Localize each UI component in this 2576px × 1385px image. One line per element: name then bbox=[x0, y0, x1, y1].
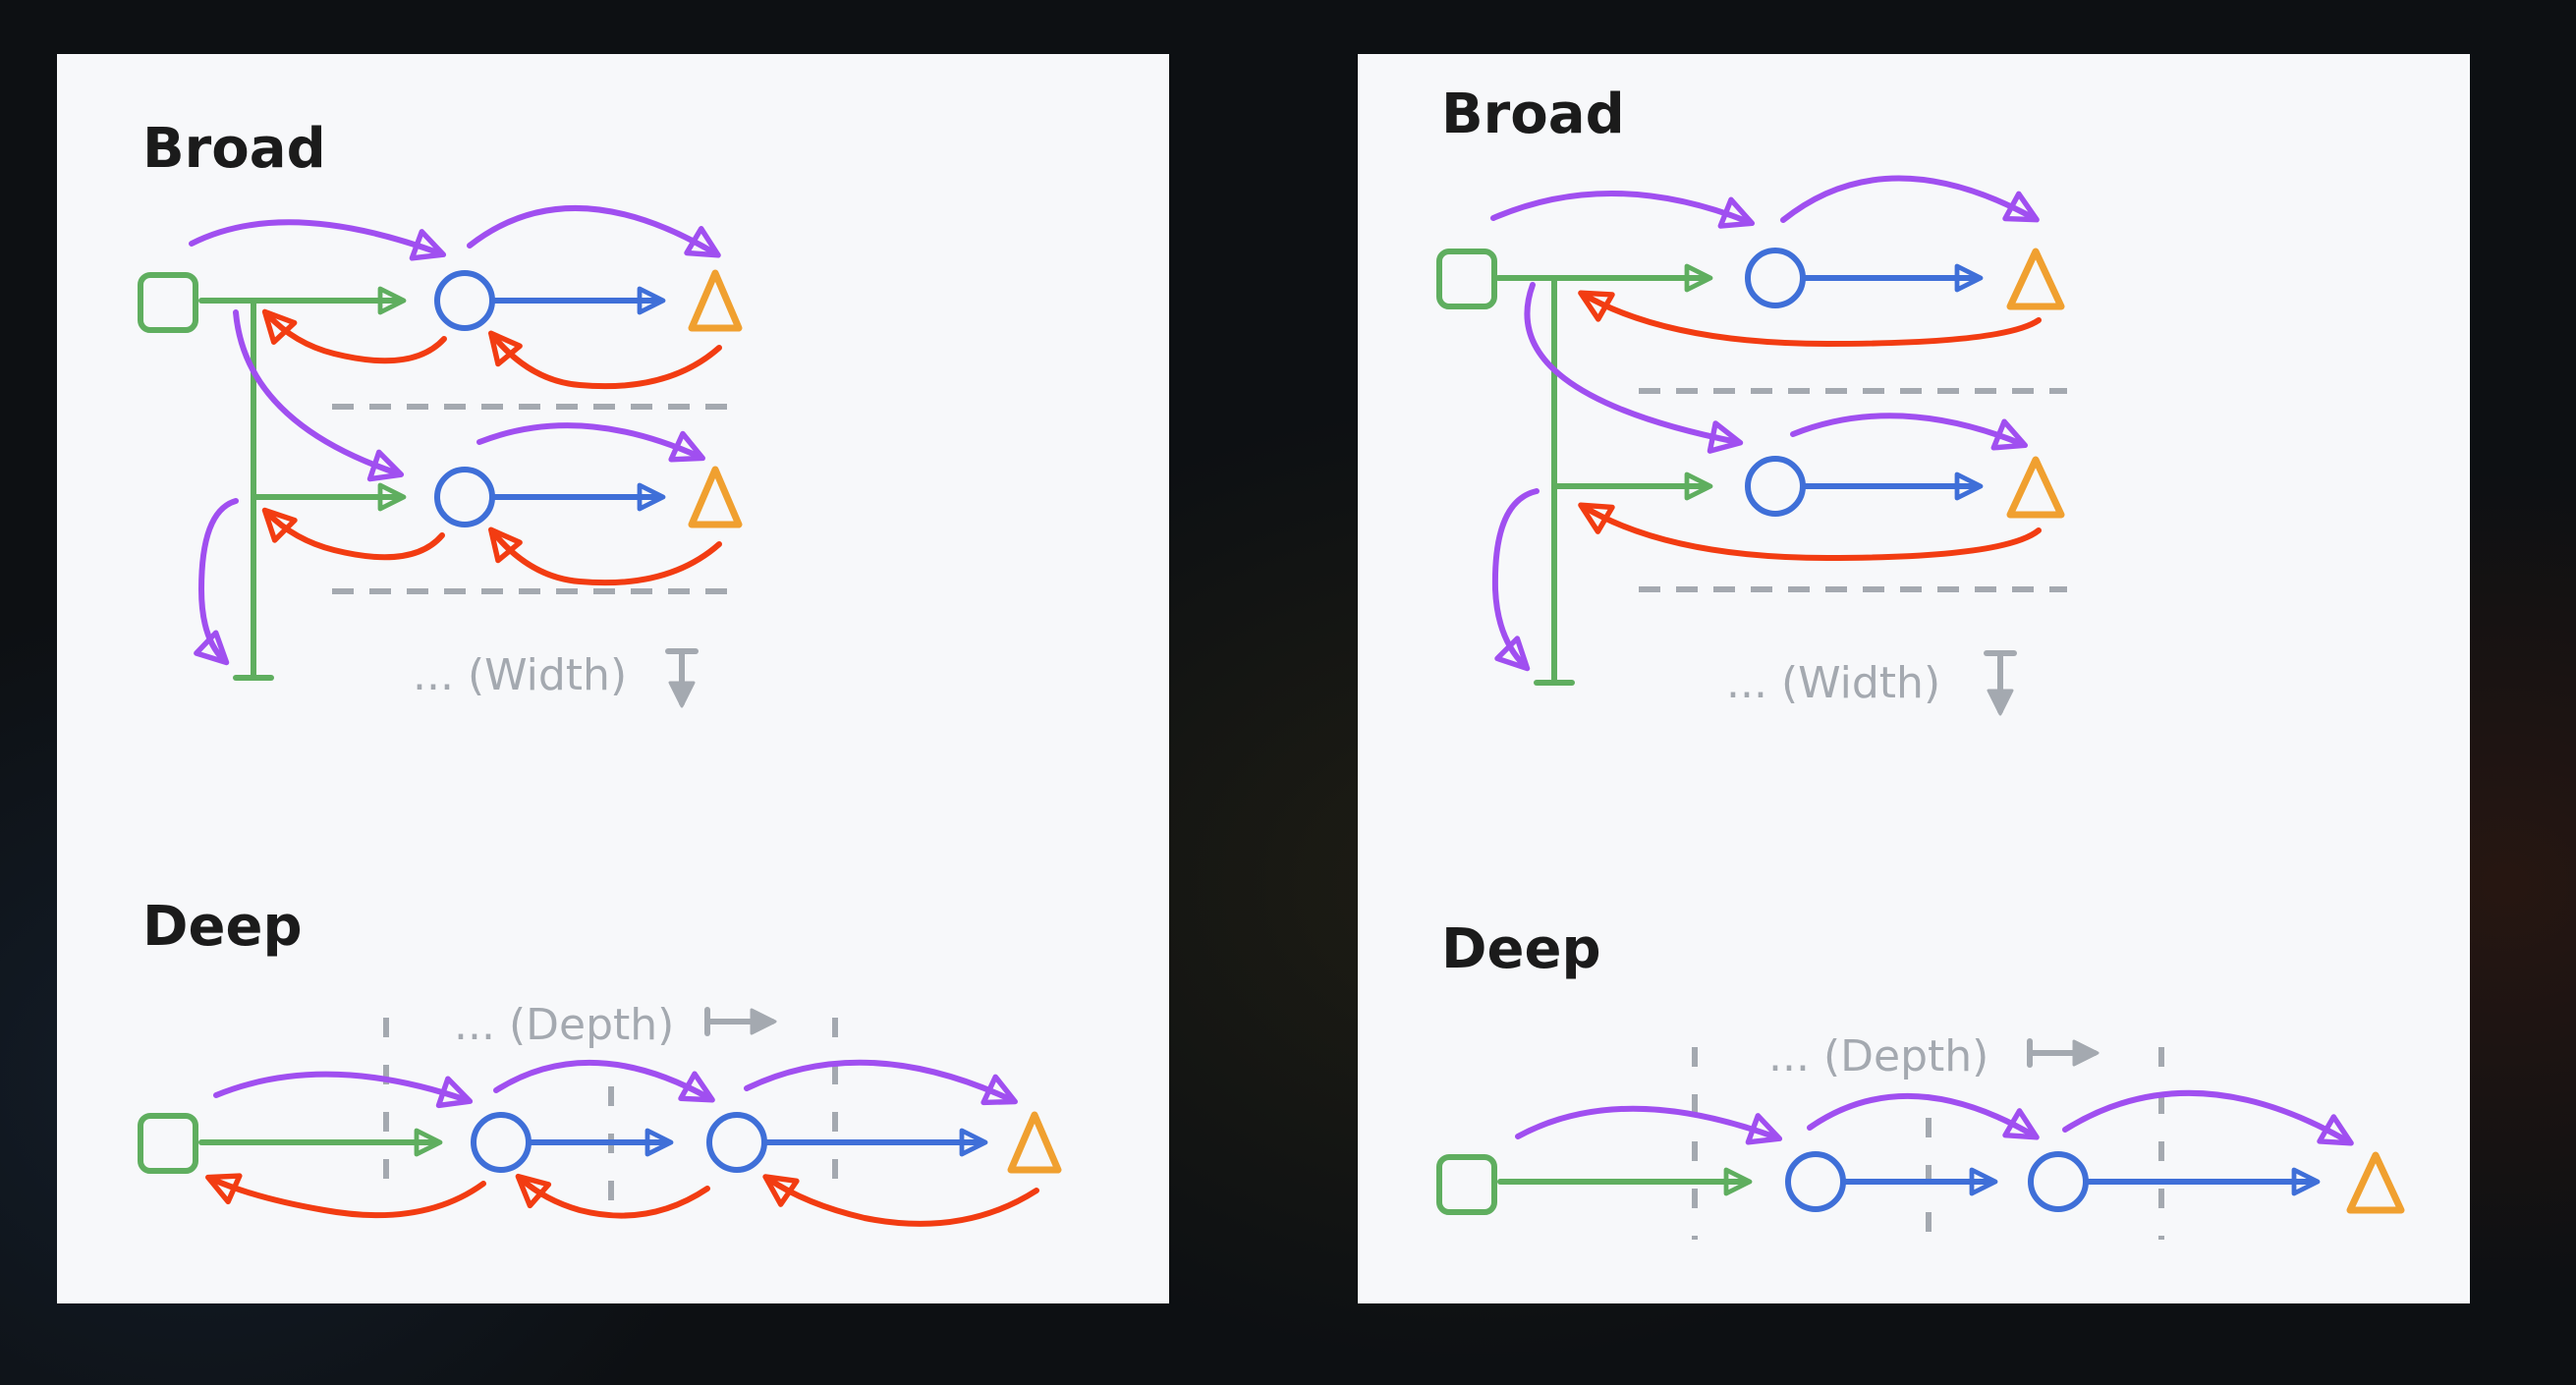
broad-heading: Broad bbox=[142, 117, 326, 181]
purple-arc-deep-3 bbox=[2062, 1089, 2354, 1146]
start-node-icon bbox=[138, 272, 198, 333]
depth-label: ... (Depth) bbox=[1768, 1031, 1988, 1081]
red-arc-deep-1 bbox=[205, 1173, 486, 1219]
panel-left: Broad bbox=[57, 54, 1169, 1303]
red-arc-row1-b bbox=[488, 330, 722, 390]
end-node-icon bbox=[2006, 248, 2065, 310]
end-node-icon bbox=[688, 269, 743, 332]
purple-arc-deep-2 bbox=[493, 1060, 715, 1103]
red-arc-row2 bbox=[1578, 502, 2042, 561]
red-arc-deep-2 bbox=[515, 1173, 710, 1219]
red-arc-row1-a bbox=[261, 308, 447, 364]
red-arc-row2-a bbox=[261, 507, 445, 561]
purple-arc-row1-a bbox=[189, 219, 447, 261]
red-arc-row1 bbox=[1578, 290, 2042, 347]
deep-heading: Deep bbox=[1441, 917, 1601, 981]
deep-diagram: ... (Depth) bbox=[1436, 1031, 2405, 1240]
start-node-icon bbox=[1436, 1154, 1497, 1215]
end-node-icon bbox=[2006, 456, 2065, 519]
purple-arc-row2-b bbox=[1790, 413, 2029, 451]
width-label: ... (Width) bbox=[1726, 658, 1940, 708]
purple-arc-to-row2 bbox=[1524, 282, 1744, 454]
broad-diagram: ... (Width) bbox=[1436, 175, 2067, 716]
start-node-icon bbox=[138, 1113, 198, 1174]
purple-arc-deep-1 bbox=[1515, 1105, 1783, 1145]
panel-right: Broad ... (W bbox=[1358, 54, 2470, 1303]
purple-arc-deep-2 bbox=[1807, 1093, 2040, 1140]
broad-heading: Broad bbox=[1441, 83, 1625, 146]
broad-diagram: ... (Width) bbox=[138, 204, 743, 708]
purple-arc-down bbox=[194, 498, 239, 666]
end-node-icon bbox=[688, 466, 743, 528]
red-arc-deep-3 bbox=[762, 1174, 1039, 1227]
deep-diagram: ... (Depth) bbox=[138, 1000, 1062, 1227]
depth-label: ... (Depth) bbox=[454, 1000, 674, 1050]
purple-arc-row1-a bbox=[1490, 190, 1756, 229]
purple-arc-deep-3 bbox=[744, 1059, 1018, 1106]
purple-arc-to-row2 bbox=[233, 309, 405, 482]
purple-arc-row1-b bbox=[1780, 175, 2040, 223]
purple-arc-down bbox=[1491, 488, 1540, 672]
end-node-icon bbox=[2346, 1151, 2405, 1214]
red-arc-row2-b bbox=[488, 526, 722, 586]
deep-heading: Deep bbox=[142, 895, 303, 959]
purple-arc-row1-b bbox=[467, 204, 721, 258]
purple-arc-row2-b bbox=[476, 422, 705, 463]
width-label: ... (Width) bbox=[413, 650, 627, 700]
start-node-icon bbox=[1436, 249, 1497, 309]
purple-arc-deep-1 bbox=[213, 1071, 474, 1109]
end-node-icon bbox=[1007, 1111, 1062, 1174]
